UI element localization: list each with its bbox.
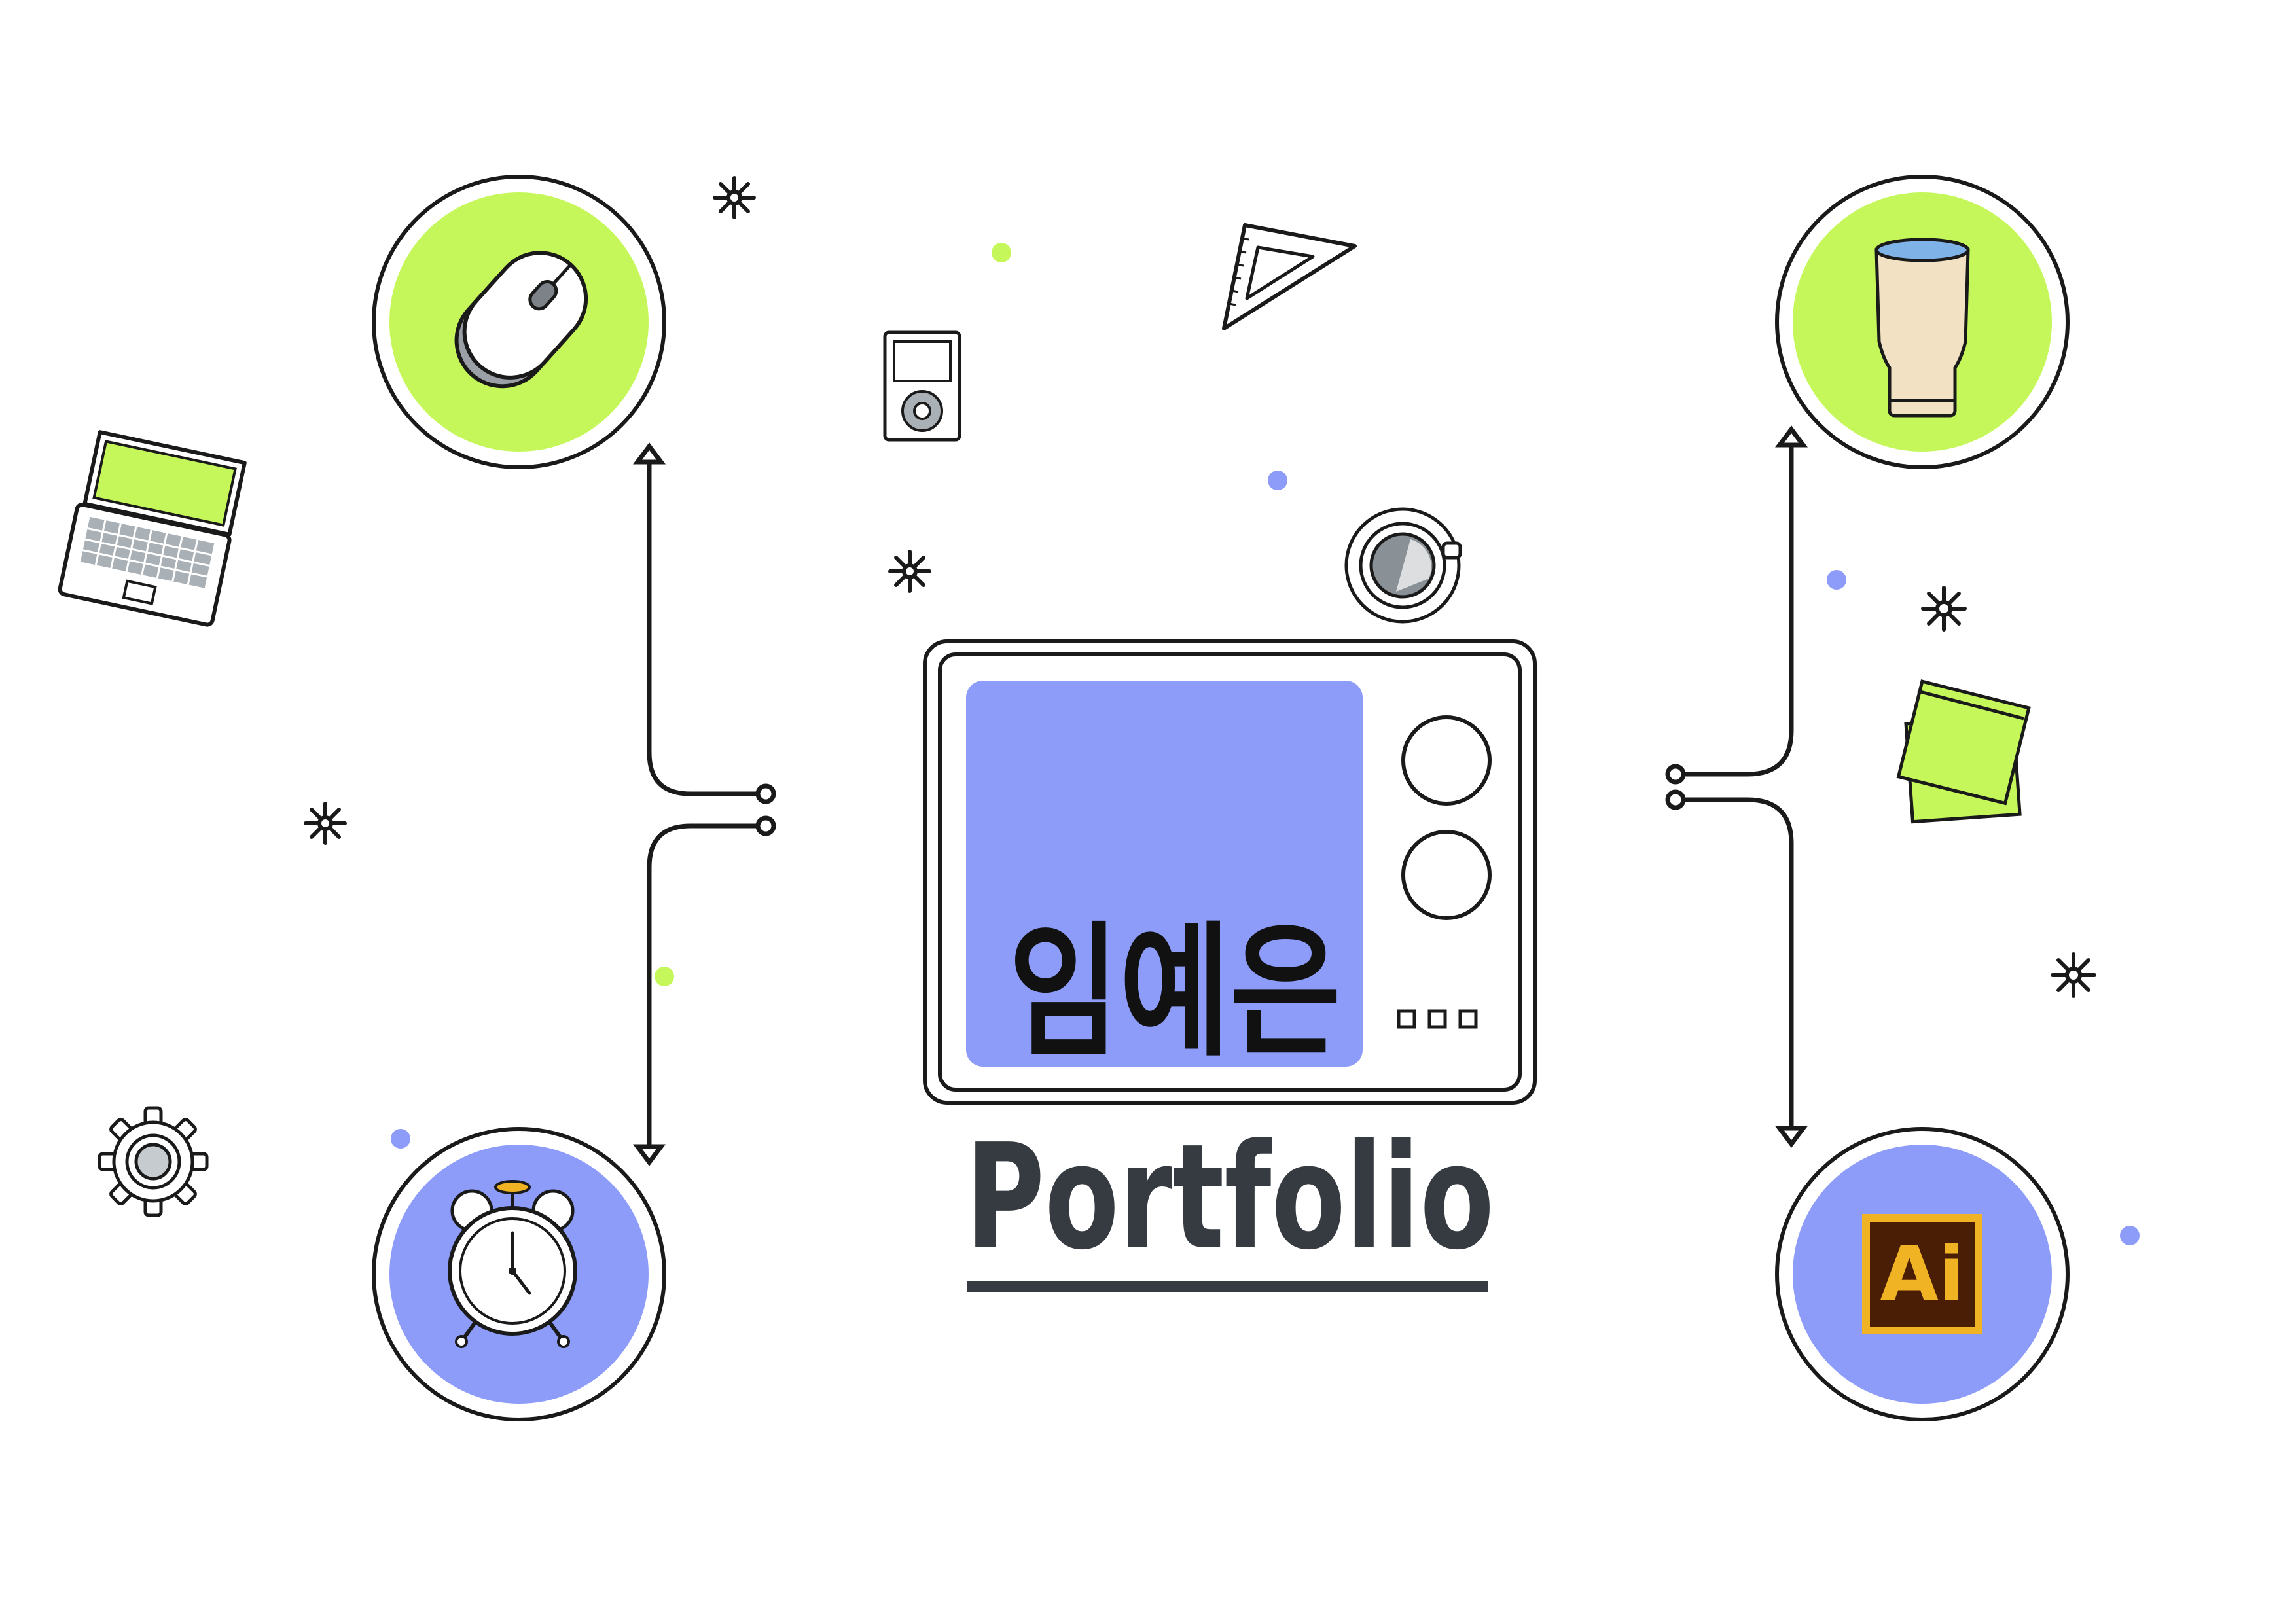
illustrator-icon: Ai xyxy=(1862,1214,1982,1334)
tv-button xyxy=(1458,1009,1478,1029)
coffee-cup-icon xyxy=(1344,507,1462,624)
connector-left-upper xyxy=(647,448,766,796)
gear-icon xyxy=(98,1106,209,1217)
sticky-notes-icon xyxy=(1896,679,2031,824)
connector-lines xyxy=(633,425,1808,1166)
sparkle-icon xyxy=(1921,586,1967,632)
page-title: Portfolio xyxy=(965,1113,1494,1282)
connector-node xyxy=(755,815,776,836)
tv-knob xyxy=(1401,830,1492,920)
author-name: 임예은 xyxy=(1009,908,1341,1076)
alarm-clock-icon xyxy=(448,1180,577,1348)
decorative-dots xyxy=(391,243,2140,1245)
dot xyxy=(391,1129,410,1149)
connector-node xyxy=(755,783,776,804)
connector-node xyxy=(1665,789,1686,810)
tumbler-badge xyxy=(1775,175,2070,469)
dot xyxy=(2120,1226,2140,1245)
sparkles xyxy=(304,176,2096,998)
laptop-icon xyxy=(58,430,247,627)
arrow-down-left xyxy=(633,1144,666,1166)
sparkle-icon xyxy=(2051,952,2096,998)
connector-right-upper xyxy=(1676,433,1794,777)
dot xyxy=(655,967,674,986)
tumbler-icon xyxy=(1874,238,1970,418)
illustrator-label: Ai xyxy=(1880,1230,1965,1319)
sparkle-icon xyxy=(304,802,347,845)
sparkle-icon xyxy=(888,550,931,593)
arrow-down-right xyxy=(1775,1126,1808,1148)
tv-screen xyxy=(966,681,1363,1067)
sparkle-icon xyxy=(713,176,756,219)
retro-tv-icon: 임예은 xyxy=(923,639,1537,1105)
dot xyxy=(1268,471,1287,490)
mouse-icon xyxy=(454,251,588,389)
arrow-up-right xyxy=(1775,425,1808,448)
tv-knob xyxy=(1401,715,1492,806)
mouse-badge xyxy=(372,175,666,469)
illustrator-badge: Ai xyxy=(1775,1127,2070,1421)
alarm-clock-badge xyxy=(372,1127,666,1421)
mp3-player-icon xyxy=(883,330,961,442)
dot xyxy=(1827,570,1846,590)
tv-button xyxy=(1427,1009,1447,1029)
connector-right-lower xyxy=(1676,797,1794,1141)
title-underline xyxy=(967,1281,1488,1292)
tv-button xyxy=(1397,1009,1416,1029)
connector-node xyxy=(1665,764,1686,785)
connector-left-lower xyxy=(647,823,766,1160)
dot xyxy=(992,243,1011,262)
set-square-icon xyxy=(1222,223,1357,330)
arrow-up-left xyxy=(633,442,666,465)
